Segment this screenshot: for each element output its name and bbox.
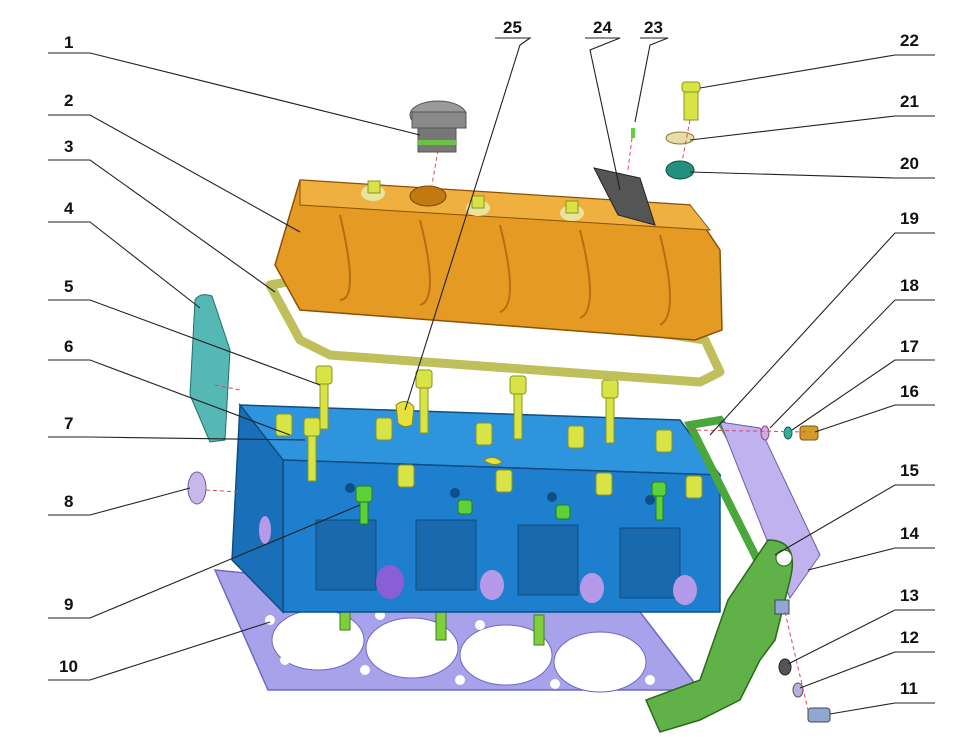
identification-plate [593, 167, 656, 226]
callout-5: 5 [64, 277, 73, 296]
callout-4: 4 [64, 199, 74, 218]
valve-cover [274, 179, 723, 341]
callout-12: 12 [900, 628, 919, 647]
side-seal-ring [187, 471, 207, 505]
callout-1: 1 [64, 33, 73, 52]
callout-3: 3 [64, 137, 73, 156]
callout-21: 21 [900, 92, 919, 111]
assembly-axis-lines [205, 119, 811, 711]
bracket-fasteners [778, 658, 831, 723]
green-bolts [355, 481, 667, 525]
callout-20: 20 [900, 154, 919, 173]
callout-22: 22 [900, 31, 919, 50]
callout-2: 2 [64, 91, 73, 110]
spring-clip [483, 456, 503, 466]
callout-6: 6 [64, 337, 73, 356]
callout-10: 10 [59, 657, 78, 676]
callout-14: 14 [900, 524, 919, 543]
head-bolts [275, 413, 703, 499]
long-head-bolts [303, 365, 619, 482]
callout-9: 9 [64, 595, 73, 614]
plate-rivet [631, 128, 635, 138]
callout-8: 8 [64, 492, 73, 511]
callout-11: 11 [900, 679, 918, 698]
callout-16: 16 [900, 382, 919, 401]
callout-19: 19 [900, 209, 919, 228]
mounting-bracket [644, 539, 794, 733]
callout-labels: 1 2 3 4 5 6 7 8 9 10 11 12 13 14 15 16 1… [59, 18, 919, 698]
fitting-assembly [760, 425, 819, 441]
callout-leaders [48, 37, 935, 715]
callout-13: 13 [900, 586, 919, 605]
outlet-housing-plate [719, 421, 821, 600]
callout-24: 24 [593, 18, 612, 37]
callout-15: 15 [900, 461, 919, 480]
end-cover-plate [189, 294, 231, 443]
retaining-clip [395, 401, 415, 428]
callout-25: 25 [503, 18, 522, 37]
callout-17: 17 [900, 337, 919, 356]
oil-filler-cap [409, 100, 467, 153]
callout-18: 18 [900, 276, 919, 295]
cylinder-head [231, 402, 722, 614]
callout-23: 23 [644, 18, 663, 37]
callout-7: 7 [64, 414, 73, 433]
cover-bolt-assembly [665, 81, 701, 180]
